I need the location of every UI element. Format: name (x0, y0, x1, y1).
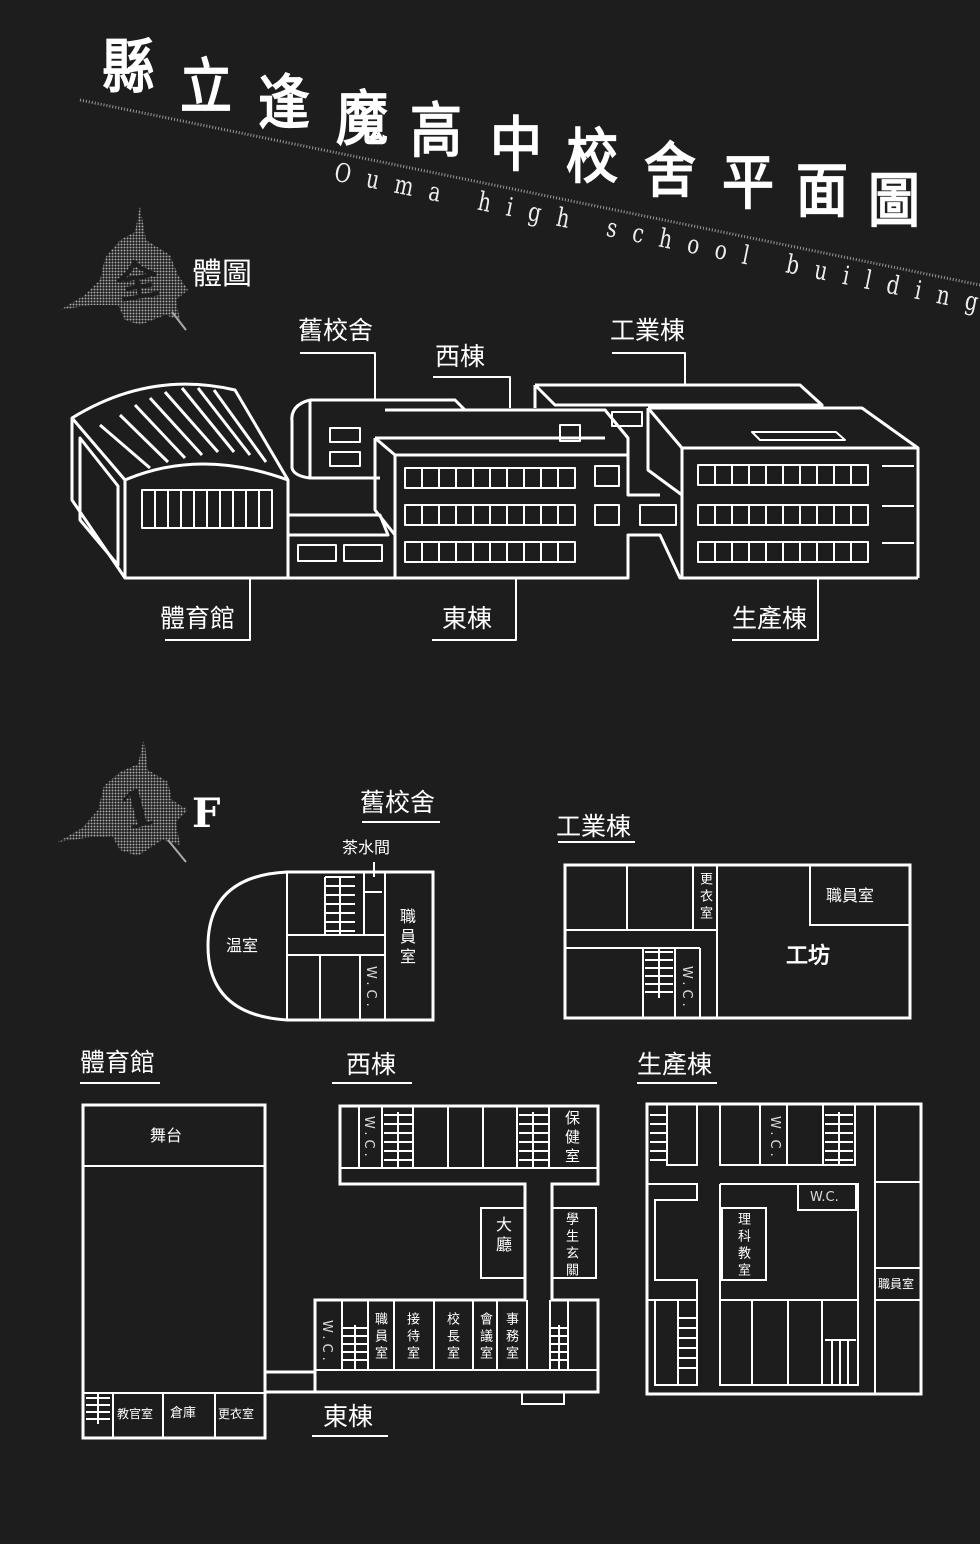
room-science: 理科教室 (735, 1212, 750, 1280)
room-wc-production-inner: W.C. (810, 1190, 839, 1205)
title-char: 面 (796, 156, 849, 227)
room-reception: 接待室 (404, 1312, 419, 1363)
floor-suffix: F (192, 790, 221, 837)
room-hall: 大廳 (493, 1216, 512, 1256)
leader-lines (165, 352, 819, 641)
label-east-wing: 東棟 (442, 604, 493, 633)
plan-title-west-wing: 西棟 (346, 1050, 397, 1079)
room-locker-gym: 更衣室 (218, 1407, 255, 1421)
plan-title-east-wing: 東棟 (323, 1402, 374, 1431)
east-wing-3d (373, 408, 677, 578)
room-staff-industrial: 職員室 (826, 886, 875, 905)
overview-heading: 體圖 (192, 257, 252, 292)
title-rule (79, 98, 980, 287)
room-office: 事務室 (503, 1312, 518, 1363)
room-staff-old: 職員室 (397, 908, 416, 968)
room-wc-east: W.C. (319, 1320, 334, 1365)
title-char: 校 (566, 122, 619, 193)
room-wc-production-top: W.C. (767, 1116, 782, 1161)
title-char: 逢 (258, 68, 311, 139)
production-wing-plan (637, 1082, 923, 1396)
room-stage: 舞台 (150, 1126, 183, 1145)
splash-badge-1f-icon (58, 738, 188, 863)
title-char: 舍 (644, 136, 697, 207)
title-char: 魔 (336, 84, 389, 155)
room-infirmary: 保健室 (563, 1110, 581, 1167)
label-west-wing: 西棟 (435, 342, 486, 371)
room-workshop: 工坊 (786, 944, 831, 969)
west-wing-plan (313, 1082, 600, 1394)
industrial-wing-plan (558, 841, 912, 1020)
production-wing-3d (646, 406, 920, 578)
title-char: 圖 (868, 166, 921, 237)
plan-title-industrial: 工業棟 (556, 812, 632, 841)
room-wc-industrial: W.C. (679, 966, 694, 1011)
label-old-building: 舊校舍 (298, 316, 374, 345)
room-tea-room: 茶水間 (342, 838, 391, 857)
industrial-wing-3d (533, 383, 824, 427)
label-industrial-wing: 工業棟 (610, 316, 686, 345)
plan-title-old-building: 舊校舍 (360, 788, 436, 817)
east-wing-plan (312, 1300, 598, 1437)
room-student-entrance: 學生玄關 (563, 1212, 578, 1280)
title-char: 中 (490, 110, 543, 181)
room-wc-west: W.C. (361, 1116, 376, 1161)
room-storage: 倉庫 (170, 1406, 197, 1421)
plan-title-production-wing: 生產棟 (637, 1050, 713, 1079)
splash-badge-icon (60, 206, 188, 331)
room-staff-east: 職員室 (372, 1312, 387, 1363)
label-gymnasium: 體育館 (160, 604, 236, 633)
overview-illustration (70, 352, 920, 641)
room-locker-industrial: 更衣室 (697, 872, 712, 923)
title-char: 縣 (102, 32, 155, 103)
title-char: 平 (722, 148, 775, 219)
label-production-wing: 生產棟 (732, 604, 808, 633)
room-greenhouse: 温室 (226, 936, 259, 955)
room-wc-old: W.C. (363, 966, 378, 1011)
room-staff-production: 職員室 (878, 1277, 915, 1291)
room-meeting: 會議室 (477, 1312, 492, 1363)
gym-3d (70, 382, 290, 580)
old-building-plan (206, 821, 440, 1022)
room-instructor: 教官室 (117, 1407, 154, 1421)
title-char: 高 (410, 96, 463, 167)
plan-title-gymnasium: 體育館 (80, 1048, 156, 1077)
title-char: 立 (180, 52, 233, 123)
room-principal: 校長室 (444, 1312, 459, 1363)
